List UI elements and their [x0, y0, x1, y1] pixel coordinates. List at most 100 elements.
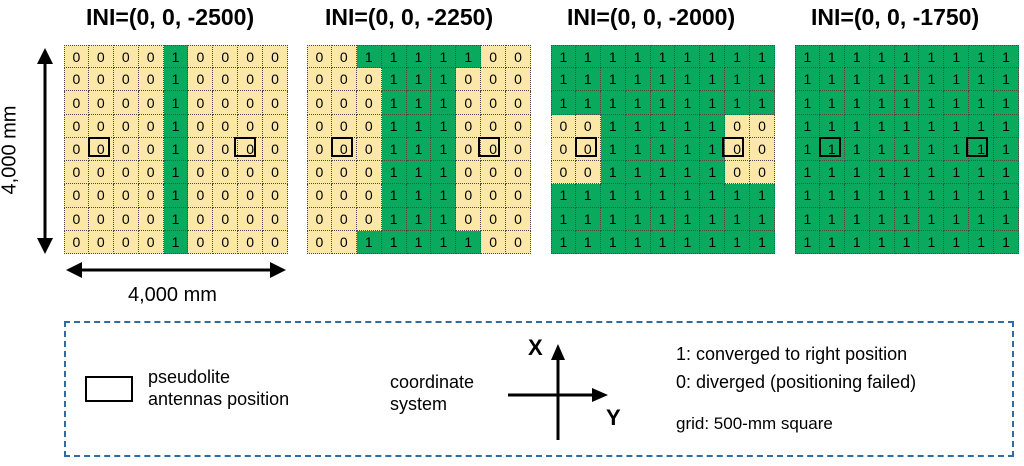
grid-cell: 1	[795, 184, 820, 208]
grid-cell: 0	[138, 68, 164, 92]
grid-cell: 1	[869, 207, 895, 231]
grid-cell: 1	[381, 91, 407, 115]
grid-cell: 0	[750, 137, 775, 162]
legend-grid: grid: 500-mm square	[676, 414, 833, 433]
grid-cell: 1	[675, 184, 701, 208]
grid-cell: 1	[456, 230, 482, 254]
grid-cell: 0	[64, 207, 89, 231]
grid-cell: 1	[994, 91, 1019, 115]
grid-cell: 0	[356, 161, 382, 185]
grid-cell: 0	[356, 91, 382, 115]
grid-cell: 0	[481, 184, 507, 208]
grid-cell: 1	[551, 45, 576, 69]
grid-cell: 0	[213, 161, 239, 185]
coord-legend-line2: system	[390, 394, 448, 414]
axis-x-label: X	[528, 335, 543, 360]
grid-cell: 1	[994, 184, 1019, 208]
grid-cell: 1	[844, 137, 870, 162]
grid-cell: 0	[213, 91, 239, 115]
grid-cell: 1	[625, 137, 651, 162]
grid-cell: 1	[919, 137, 945, 162]
grid-cell: 1	[381, 161, 407, 185]
grid-cell: 1	[700, 137, 726, 162]
grid-cell: 0	[238, 45, 264, 69]
grid-cell: 1	[844, 114, 870, 138]
grid-cell: 1	[869, 137, 895, 162]
grid-cell: 0	[64, 68, 89, 92]
grid-cell: 1	[700, 207, 726, 231]
grid-cell: 1	[600, 68, 626, 92]
grid-cell: 0	[138, 91, 164, 115]
grid-cell: 0	[307, 161, 332, 185]
grid-cell: 0	[307, 184, 332, 208]
grid-cell: 1	[969, 184, 995, 208]
grid-cell: 0	[88, 230, 114, 254]
grid-cell: 1	[431, 91, 457, 115]
grid-cell: 1	[725, 45, 751, 69]
antenna-marker	[331, 137, 353, 157]
antenna-marker	[88, 137, 110, 157]
grid-cell: 1	[894, 91, 920, 115]
axis-y-label: Y	[606, 405, 621, 430]
grid-cell: 1	[869, 114, 895, 138]
coord-legend-line1: coordinate	[390, 372, 475, 392]
grid-cell: 1	[819, 207, 845, 231]
grid-cell: 0	[138, 137, 164, 162]
grid-cell: 1	[600, 91, 626, 115]
grid-cell: 0	[331, 184, 357, 208]
grid-cell: 0	[64, 45, 89, 69]
grid-cell: 1	[994, 137, 1019, 162]
grid-cell: 1	[625, 45, 651, 69]
grid-cell: 0	[456, 184, 482, 208]
legend-converged: 1: converged to right position	[676, 344, 908, 364]
grid-cell: 1	[725, 91, 751, 115]
panel-title: INI=(0, 0, -2500)	[86, 4, 255, 30]
grid-cell: 1	[725, 207, 751, 231]
grid-cell: 1	[819, 230, 845, 254]
grid-cell: 1	[700, 68, 726, 92]
grid-cell: 1	[431, 207, 457, 231]
antenna-legend-line1: pseudolite	[148, 367, 231, 387]
grid-cell: 1	[919, 161, 945, 185]
grid-cell: 1	[844, 91, 870, 115]
grid-cell: 0	[238, 230, 264, 254]
grid-cell: 1	[600, 161, 626, 185]
grid-cell: 1	[431, 230, 457, 254]
grid-cell: 1	[795, 91, 820, 115]
grid-cell: 1	[994, 207, 1019, 231]
grid-cell: 1	[700, 230, 726, 254]
grid-cell: 1	[994, 230, 1019, 254]
grid-cell: 1	[163, 161, 189, 185]
grid-cell: 0	[263, 114, 288, 138]
grid-cell: 1	[406, 230, 432, 254]
grid-cell: 1	[163, 184, 189, 208]
grid-cell: 1	[919, 91, 945, 115]
grid-cell: 1	[381, 45, 407, 69]
grid-cell: 1	[650, 114, 676, 138]
grid-cell: 1	[381, 114, 407, 138]
grid-cell: 0	[506, 114, 531, 138]
grid-cell: 1	[625, 68, 651, 92]
antenna-legend-line2: antennas position	[148, 389, 290, 409]
grid-cell: 1	[456, 45, 482, 69]
grid-cell: 1	[650, 230, 676, 254]
grid-cell: 0	[263, 161, 288, 185]
grid-cell: 1	[406, 68, 432, 92]
grid-cell: 1	[675, 68, 701, 92]
grid-cell: 1	[431, 184, 457, 208]
grid-cell: 1	[600, 137, 626, 162]
grid-cell: 1	[819, 45, 845, 69]
grid-cell: 1	[795, 114, 820, 138]
grid-cell: 0	[331, 68, 357, 92]
grid-cell: 1	[969, 68, 995, 92]
grid-cell: 1	[625, 114, 651, 138]
grid-cell: 0	[138, 230, 164, 254]
grid-cell: 0	[188, 184, 214, 208]
grid-cell: 1	[844, 184, 870, 208]
grid-cell: 0	[113, 184, 139, 208]
grid-cell: 0	[213, 184, 239, 208]
grid-cell: 1	[725, 68, 751, 92]
grid-cell: 0	[64, 91, 89, 115]
grid-cell: 1	[894, 68, 920, 92]
